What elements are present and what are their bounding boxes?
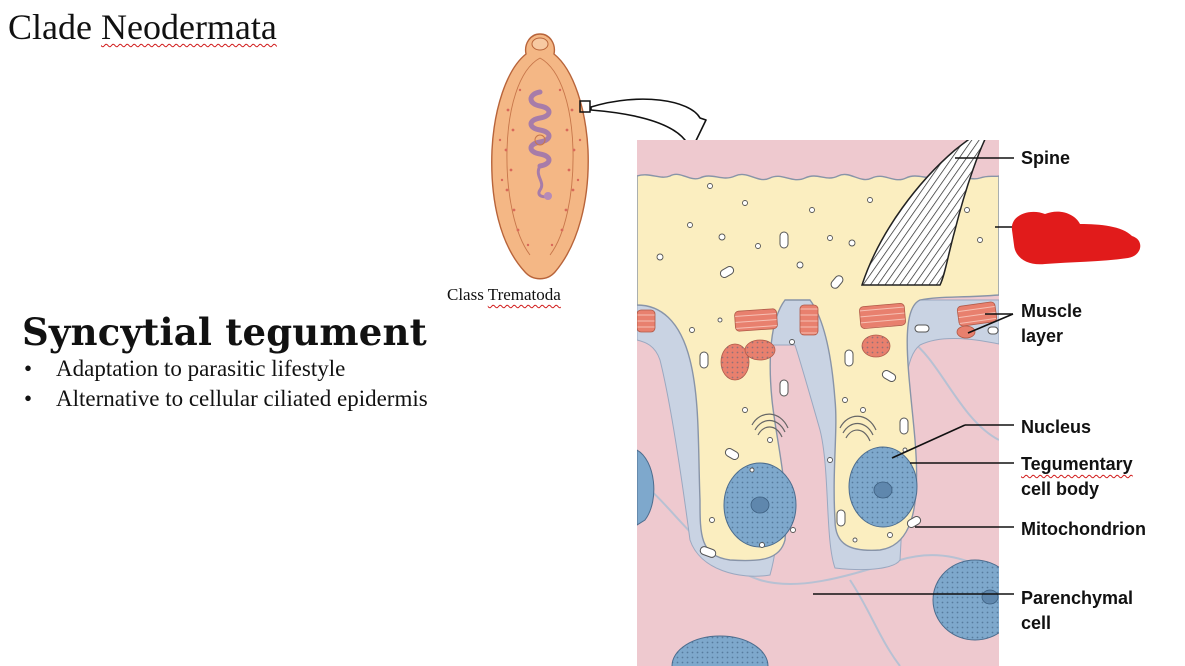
zoom-box bbox=[579, 100, 591, 113]
redaction-mark bbox=[1011, 211, 1141, 265]
label-tegumentary-line2: cell body bbox=[1021, 479, 1100, 499]
spine bbox=[860, 140, 986, 286]
ventral-sucker bbox=[534, 134, 546, 146]
label-parenchymal-cell: Parenchymal cell bbox=[1021, 586, 1133, 636]
bullet-list: •Adaptation to parasitic lifestyle •Alte… bbox=[24, 356, 428, 416]
oral-sucker bbox=[531, 37, 549, 51]
section-heading: Syncytial tegument bbox=[22, 310, 427, 354]
slide-title-main: Neodermata bbox=[100, 7, 277, 47]
label-tegumentary-cell-body: Tegumentary cell body bbox=[1021, 452, 1133, 502]
label-muscle-layer: Muscle layer bbox=[1021, 299, 1082, 349]
label-mitochondrion: Mitochondrion bbox=[1021, 519, 1146, 539]
label-tegumentary-line1: Tegumentary bbox=[1021, 454, 1133, 474]
label-leaders bbox=[813, 157, 1030, 595]
caption-prefix: Class bbox=[447, 285, 488, 304]
slide-title: Clade Neodermata bbox=[8, 6, 277, 48]
trematode-illustration bbox=[491, 33, 591, 280]
tissue-section bbox=[637, 140, 999, 666]
bullet-text: Alternative to cellular ciliated epiderm… bbox=[56, 386, 428, 411]
bullet-item: •Alternative to cellular ciliated epider… bbox=[24, 386, 428, 411]
label-spine: Spine bbox=[1021, 148, 1071, 168]
label-muscle-line2: layer bbox=[1021, 326, 1064, 346]
bullet-item: •Adaptation to parasitic lifestyle bbox=[24, 356, 346, 381]
label-parenchymal-line2: cell bbox=[1021, 613, 1052, 633]
worm-caption: Class Trematoda bbox=[447, 285, 561, 305]
muscle-block bbox=[734, 308, 778, 332]
label-parenchymal-line1: Parenchymal bbox=[1021, 588, 1134, 608]
caption-main: Trematoda bbox=[487, 285, 561, 304]
uterus-coil bbox=[528, 89, 552, 169]
label-nucleus: Nucleus bbox=[1021, 417, 1092, 437]
slide-title-prefix: Clade bbox=[8, 7, 101, 47]
label-muscle-line1: Muscle bbox=[1021, 301, 1083, 321]
bullet-text: Adaptation to parasitic lifestyle bbox=[56, 356, 346, 381]
